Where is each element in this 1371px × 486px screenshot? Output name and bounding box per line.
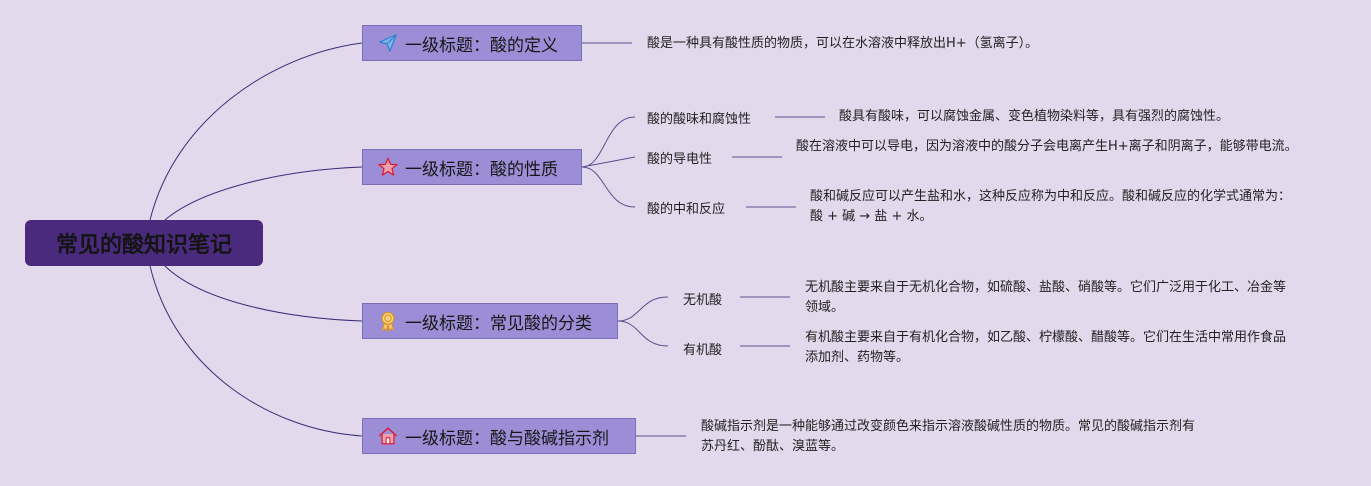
- connector-branch-2-child-1: [581, 116, 636, 168]
- branch-topic-label: 一级标题：酸与酸碱指示剂: [405, 428, 609, 449]
- branch-topic-classification[interactable]: 一级标题：常见酸的分类: [362, 303, 618, 339]
- subtopic-label[interactable]: 无机酸: [683, 293, 723, 308]
- home-icon: [379, 427, 397, 445]
- subtopic-label[interactable]: 酸的导电性: [647, 152, 713, 167]
- branch-topic-indicators[interactable]: 一级标题：酸与酸碱指示剂: [362, 418, 636, 454]
- subtopic-description: 酸和碱反应可以产生盐和水，这种反应称为中和反应。酸和碱反应的化学式通常为：酸 +…: [810, 189, 1292, 224]
- subtopic-label[interactable]: 有机酸: [683, 343, 723, 358]
- subtopic-description: 有机酸主要来自于有机化合物，如乙酸、柠檬酸、醋酸等。它们在生活中常用作食品添加剂…: [805, 330, 1287, 365]
- connector-branch-3-child-2: [617, 320, 669, 347]
- connector-branch-2-child-3: [581, 166, 636, 208]
- connector-root-branch-4: [149, 265, 363, 437]
- branch-topic-label: 一级标题：常见酸的分类: [405, 313, 592, 334]
- subtopic-description: 无机酸主要来自于无机化合物，如硫酸、盐酸、硝酸等。它们广泛用于化工、冶金等领域。: [805, 280, 1287, 315]
- topic-description: 酸是一种具有酸性质的物质，可以在水溶液中释放出H+（氢离子）。: [647, 36, 1039, 51]
- root-topic[interactable]: 常见的酸知识笔记: [25, 220, 263, 266]
- subtopic-label[interactable]: 酸的酸味和腐蚀性: [647, 112, 752, 127]
- connector-branch-3-child-1: [617, 296, 669, 322]
- root-topic-label: 常见的酸知识笔记: [55, 233, 232, 258]
- branch-topic-label: 一级标题：酸的性质: [405, 159, 558, 180]
- subtopic-label[interactable]: 酸的中和反应: [647, 202, 726, 217]
- subtopic-description: 酸在溶液中可以导电，因为溶液中的酸分子会电离产生H+离子和阴离子，能够带电流。: [796, 139, 1298, 154]
- star-icon: [378, 157, 398, 176]
- connector-root-branch-2: [164, 166, 363, 221]
- branch-topic-properties[interactable]: 一级标题：酸的性质: [362, 149, 582, 185]
- topic-description: 酸碱指示剂是一种能够通过改变颜色来指示溶液酸碱性质的物质。常见的酸碱指示剂有苏丹…: [701, 419, 1196, 454]
- paper-plane-icon: [379, 34, 397, 52]
- subtopic-description: 酸具有酸味，可以腐蚀金属、变色植物染料等，具有强烈的腐蚀性。: [839, 109, 1230, 124]
- connector-branch-2-child-2: [581, 156, 636, 168]
- award-ribbon-icon: [381, 311, 395, 332]
- branch-topic-label: 一级标题：酸的定义: [405, 35, 558, 56]
- connector-root-branch-1: [149, 42, 363, 221]
- connector-root-branch-3: [164, 265, 363, 322]
- branch-topic-definition[interactable]: 一级标题：酸的定义: [362, 25, 582, 61]
